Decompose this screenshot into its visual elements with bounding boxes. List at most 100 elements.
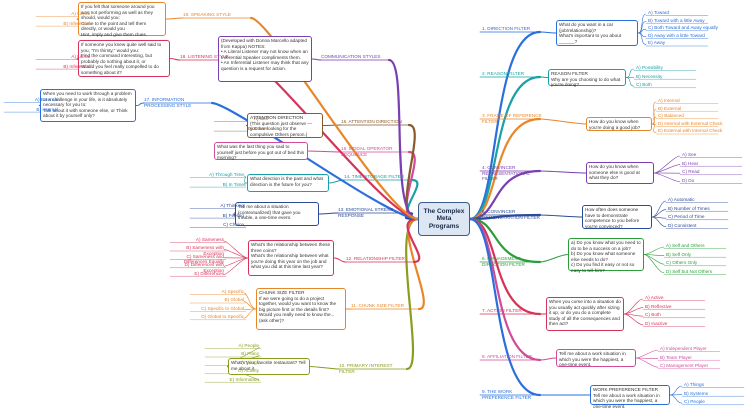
question-box: When you come into a situation do you us… [546,297,624,331]
answer-connector [637,13,647,34]
answer-connector [651,200,667,218]
answer-option: D) Consistent [668,222,697,228]
branch-label: 19. SPEAKING STYLE [183,12,231,17]
answer-option: A) See [682,152,697,157]
answer-option: E) External with Internal Check [658,128,723,134]
answer-connector [243,308,257,319]
branch-label: 12. RELATIONSHIP FILTER [346,256,405,261]
answer-option: D) Inactive [645,320,668,326]
answer-connector [669,394,683,404]
question-connector [539,31,557,34]
branch-line [468,75,542,221]
answer-connector [623,298,644,315]
question-box: What direction is the past and what dire… [247,174,329,192]
answer-option: E) Away [648,40,666,46]
answer-connector [669,385,683,396]
question-connector [539,254,569,263]
answer-option: A) Possibility [636,65,663,70]
question-connector [135,102,145,106]
question-connector [165,17,184,20]
answer-option: A) Toward [648,10,670,15]
branch-line [468,117,542,221]
answer-option: B) Place [241,351,259,357]
question-connector [311,58,322,61]
branch-label: 15. MODAL OPERATOR SEQUENCE [341,146,393,157]
answer-option: A) Automatic [668,197,695,202]
question-connector [322,124,342,126]
answer-option: A) Active [645,295,664,300]
question-connector [333,257,347,263]
question-box: If someone you knew quite well said to y… [78,40,170,77]
question-connector [539,214,583,218]
answer-option: B) External [658,105,682,111]
answer-connector [643,254,665,274]
answer-option: B) Number of Times [668,205,710,211]
question-box: If you felt that someone around you was … [78,2,166,37]
branch-label: 8. AFFILIATION FILTER [482,354,533,359]
question-connector [539,76,549,78]
question-box: ATTENTION DIRECTION (This question just … [247,113,323,138]
answer-option: B) Internal [36,106,58,112]
question-box: What's your favorite restaurant? Tell me… [228,358,310,375]
answer-connector [651,216,667,228]
answer-connector [243,182,248,186]
answer-connector [651,123,657,133]
question-connector [539,357,557,361]
answer-option: B) Reflective [645,303,672,309]
question-box: What was the last thing you said to your… [214,142,308,160]
answer-connector [651,101,657,125]
branch-label: 10. PRIMARY INTEREST FILTER [339,363,393,374]
answer-option: B) Feeling [222,212,244,218]
branch-line [406,217,421,264]
branch-line [246,58,420,221]
branch-label: 7. ACTION FILTER [482,308,522,313]
branch-line [407,217,425,311]
question-box: a) Do you know what you need to do to be… [568,238,644,273]
answer-option: B) In Time [222,181,244,187]
answer-connector [625,77,635,87]
answer-option: C) Management Player [660,363,709,369]
answer-option: D) Differences with Exception [184,262,224,273]
answer-option: B) Toward with a little Away [648,17,705,23]
answer-option: B) Team Player [660,354,692,360]
question-box: REASON FILTER Why are you choosing to do… [548,69,626,87]
answer-connector [243,292,257,310]
branch-label: COMMUNICATION STYLES [321,54,381,59]
answer-option: B) Sameness with Exception [186,245,224,256]
branch-line [387,58,420,221]
branch-label: 11. CHUNK SIZE FILTER [351,303,404,308]
answer-option: C) Period of Time [668,214,705,220]
answer-connector [635,357,659,368]
answer-option: A) Independent Player [660,346,707,351]
branch-label: 16. ATTENTION DIRECTION [341,119,402,124]
question-box: How do you know when someone else is goo… [586,162,654,184]
question-box: When you need to work through a problem … [40,89,136,122]
answer-option: A) Literal [71,11,90,16]
answer-option: D) Global to Specific [201,314,244,320]
answer-option: A) Self [253,116,268,121]
answer-option: C) People [684,399,705,405]
answer-option: A) Thinking [220,203,244,208]
answer-option: C) Both [636,82,652,88]
answer-option: E) Information [229,376,259,382]
answer-option: D) Do [682,177,695,183]
question-box: WORK PREFERENCE FILTER Tell me about a w… [590,385,670,409]
answer-option: B) Systems [684,390,708,396]
question-box: Tell me about a work situation in which … [556,349,636,367]
question-box: What's the relationship between these th… [248,240,334,276]
answer-connector [635,349,659,359]
answer-option: A) Things [684,382,704,387]
answer-option: C) Both [645,312,661,318]
answer-option: A) Sameness [195,237,224,242]
answer-option: C) Specific to Global [201,305,244,311]
answer-option: A) Internal [658,98,680,103]
answer-option: C) Others Only [666,260,698,266]
answer-connector [643,246,665,255]
question-box: How often does someone have to demonstra… [582,205,652,229]
question-connector [318,212,339,215]
question-connector [307,150,342,153]
answer-connector [625,68,635,78]
answer-connector [223,240,249,259]
branch-label: 5. CONVINCER DEMONSTRATION FILTER [482,209,540,220]
branch-line [468,30,542,221]
